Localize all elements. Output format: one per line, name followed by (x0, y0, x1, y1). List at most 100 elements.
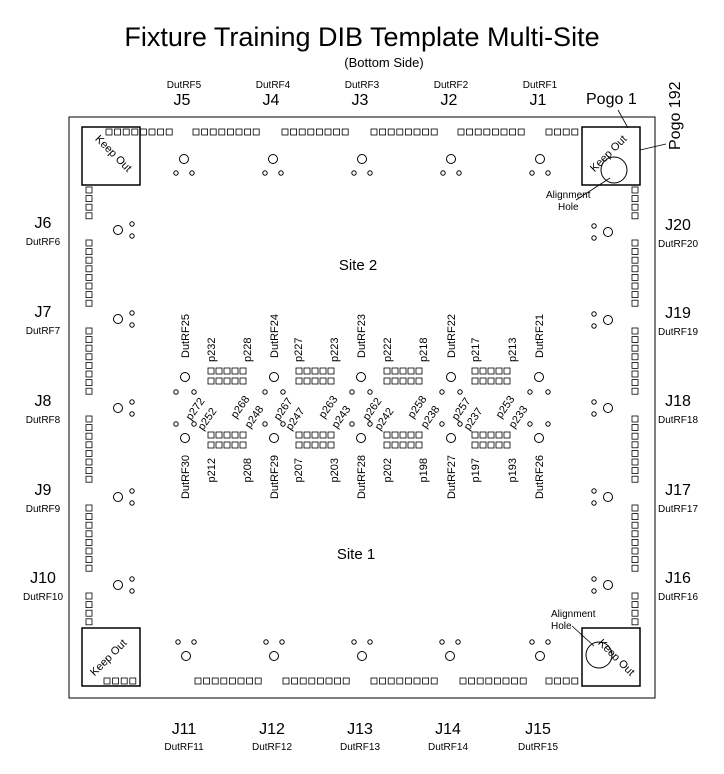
pad (85, 327, 93, 335)
pad (554, 677, 561, 685)
connector-pin (439, 421, 445, 427)
pad (85, 432, 93, 440)
pad (407, 441, 415, 449)
connector-pin (367, 389, 373, 395)
pad (207, 377, 215, 385)
center-rf-label: DutRF24 (269, 314, 281, 358)
pad (209, 128, 217, 136)
pad (85, 336, 93, 344)
pad (327, 367, 335, 375)
pad (474, 128, 482, 136)
connector-hole (534, 433, 544, 443)
pad (231, 377, 239, 385)
pad (370, 677, 378, 685)
pad (85, 424, 93, 432)
pad (383, 441, 391, 449)
connector-rf-label: DutRF16 (658, 592, 698, 603)
pad (631, 239, 639, 247)
pad (631, 521, 639, 529)
connector-hole (113, 492, 123, 502)
pad (562, 128, 570, 136)
pad (157, 128, 165, 136)
pad (327, 377, 335, 385)
pad (500, 128, 508, 136)
pad (404, 128, 412, 136)
connector-j-label: J2 (441, 92, 458, 109)
pad (407, 367, 415, 375)
pad (476, 677, 484, 685)
pad (399, 367, 407, 375)
alignment-hole-label-top: Alignment Hole (546, 190, 593, 213)
connector-hole (535, 154, 545, 164)
pad (631, 186, 639, 194)
center-rf-top-0: DutRF25 (173, 314, 197, 395)
pad (325, 677, 333, 685)
pad (471, 377, 479, 385)
pad (631, 195, 639, 203)
alignment-hole-leader-top (575, 177, 611, 201)
connector-rf-label: DutRF1 (523, 80, 558, 91)
pin-label: p227 (293, 338, 305, 362)
connector-hole (535, 651, 545, 661)
pad (85, 186, 93, 194)
pad (85, 601, 93, 608)
center-rf-label: DutRF25 (180, 314, 192, 358)
connector-hole (445, 651, 455, 661)
pad (85, 609, 93, 617)
pad (631, 353, 639, 361)
pad (487, 367, 495, 375)
pin-label: p212 (206, 458, 218, 482)
pad (311, 377, 319, 385)
keep-out-top-right: Keep Out (581, 126, 641, 186)
pad (327, 441, 335, 449)
connector-pin (129, 411, 135, 417)
pad (122, 128, 130, 136)
pad (407, 431, 415, 439)
pad (298, 128, 306, 136)
pad (413, 677, 421, 685)
connector-pin (189, 170, 195, 176)
pad (491, 128, 499, 136)
pad (105, 128, 113, 136)
pad (228, 677, 236, 685)
connector-pin (455, 639, 461, 645)
pad (237, 677, 245, 685)
connector-pin (545, 170, 551, 176)
pad (631, 504, 639, 512)
center-rf-top-4: DutRF21 (527, 314, 551, 395)
pad (503, 367, 511, 375)
connector-hole (113, 225, 123, 235)
pad (554, 128, 561, 136)
pad (85, 539, 93, 546)
pad (311, 441, 319, 449)
alignment-hole-label-bottom: Alignment Hole (551, 609, 598, 632)
pad (511, 677, 519, 685)
pad (342, 677, 350, 685)
connector-pin (280, 389, 286, 395)
diagram-title: Fixture Training DIB Template Multi-Site (124, 22, 599, 52)
pad (85, 618, 93, 626)
pad (291, 677, 299, 685)
keep-out-top-left: Keep Out (81, 126, 141, 186)
connector-pin (351, 170, 357, 176)
pad (282, 677, 290, 685)
pad (517, 128, 525, 136)
connector-pin (349, 389, 355, 395)
connector-rf-label: DutRF7 (26, 326, 61, 337)
pad (631, 530, 639, 538)
pad (422, 677, 430, 685)
pad (631, 539, 639, 546)
pad (519, 677, 527, 685)
pad (103, 677, 111, 685)
pad (485, 677, 493, 685)
pin-label: p193 (507, 458, 519, 482)
pin-label: p222 (382, 338, 394, 362)
pin-label: p208 (242, 458, 254, 482)
pad (303, 431, 311, 439)
pad (85, 212, 93, 220)
pad (85, 458, 93, 466)
pad (223, 441, 231, 449)
